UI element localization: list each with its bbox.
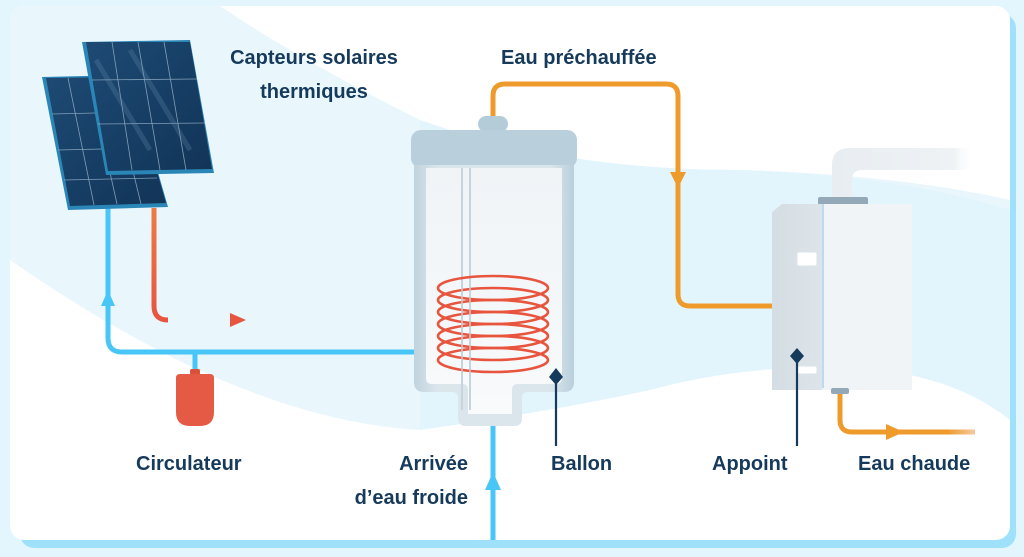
heat-exchanger-coil — [436, 274, 550, 374]
preheated-water-arrow — [670, 172, 686, 188]
solar-collectors-label: Capteurs solaires thermiques — [214, 44, 414, 106]
flue-pipe — [832, 148, 975, 200]
cold-water-inlet-label-line-2: d’eau froide — [354, 487, 468, 509]
hot-water-label: Eau chaude — [858, 453, 971, 475]
hot-water-arrow — [886, 424, 904, 440]
cold-inlet-arrow — [485, 472, 501, 490]
storage-tank — [411, 116, 577, 426]
cold-water-inlet-label: Arrivée d’eau froide — [330, 450, 468, 512]
cold-return-pipe — [105, 198, 418, 355]
solar-collectors-label-line-1: Capteurs solaires — [230, 47, 398, 69]
tank-label: Ballon — [551, 453, 613, 475]
cold-return-arrow — [101, 290, 115, 306]
solar-hot-vertical-pipe — [151, 208, 169, 323]
backup-heater — [772, 197, 912, 394]
backup-heater-pointer — [790, 348, 804, 446]
circulator-pump — [176, 369, 214, 426]
solar-collectors-label-line-2: thermiques — [260, 81, 368, 103]
backup-heater-label: Appoint — [712, 453, 788, 475]
solar-hot-arrow — [230, 313, 246, 327]
preheated-water-pipe — [490, 81, 774, 309]
circulator-label: Circulateur — [136, 453, 242, 475]
hot-water-pipe — [837, 390, 975, 435]
cold-water-inlet-label-line-1: Arrivée — [399, 453, 468, 475]
solar-panel-front — [82, 40, 214, 175]
preheated-water-label: Eau préchauffée — [501, 47, 657, 69]
tank-pointer — [549, 368, 563, 446]
